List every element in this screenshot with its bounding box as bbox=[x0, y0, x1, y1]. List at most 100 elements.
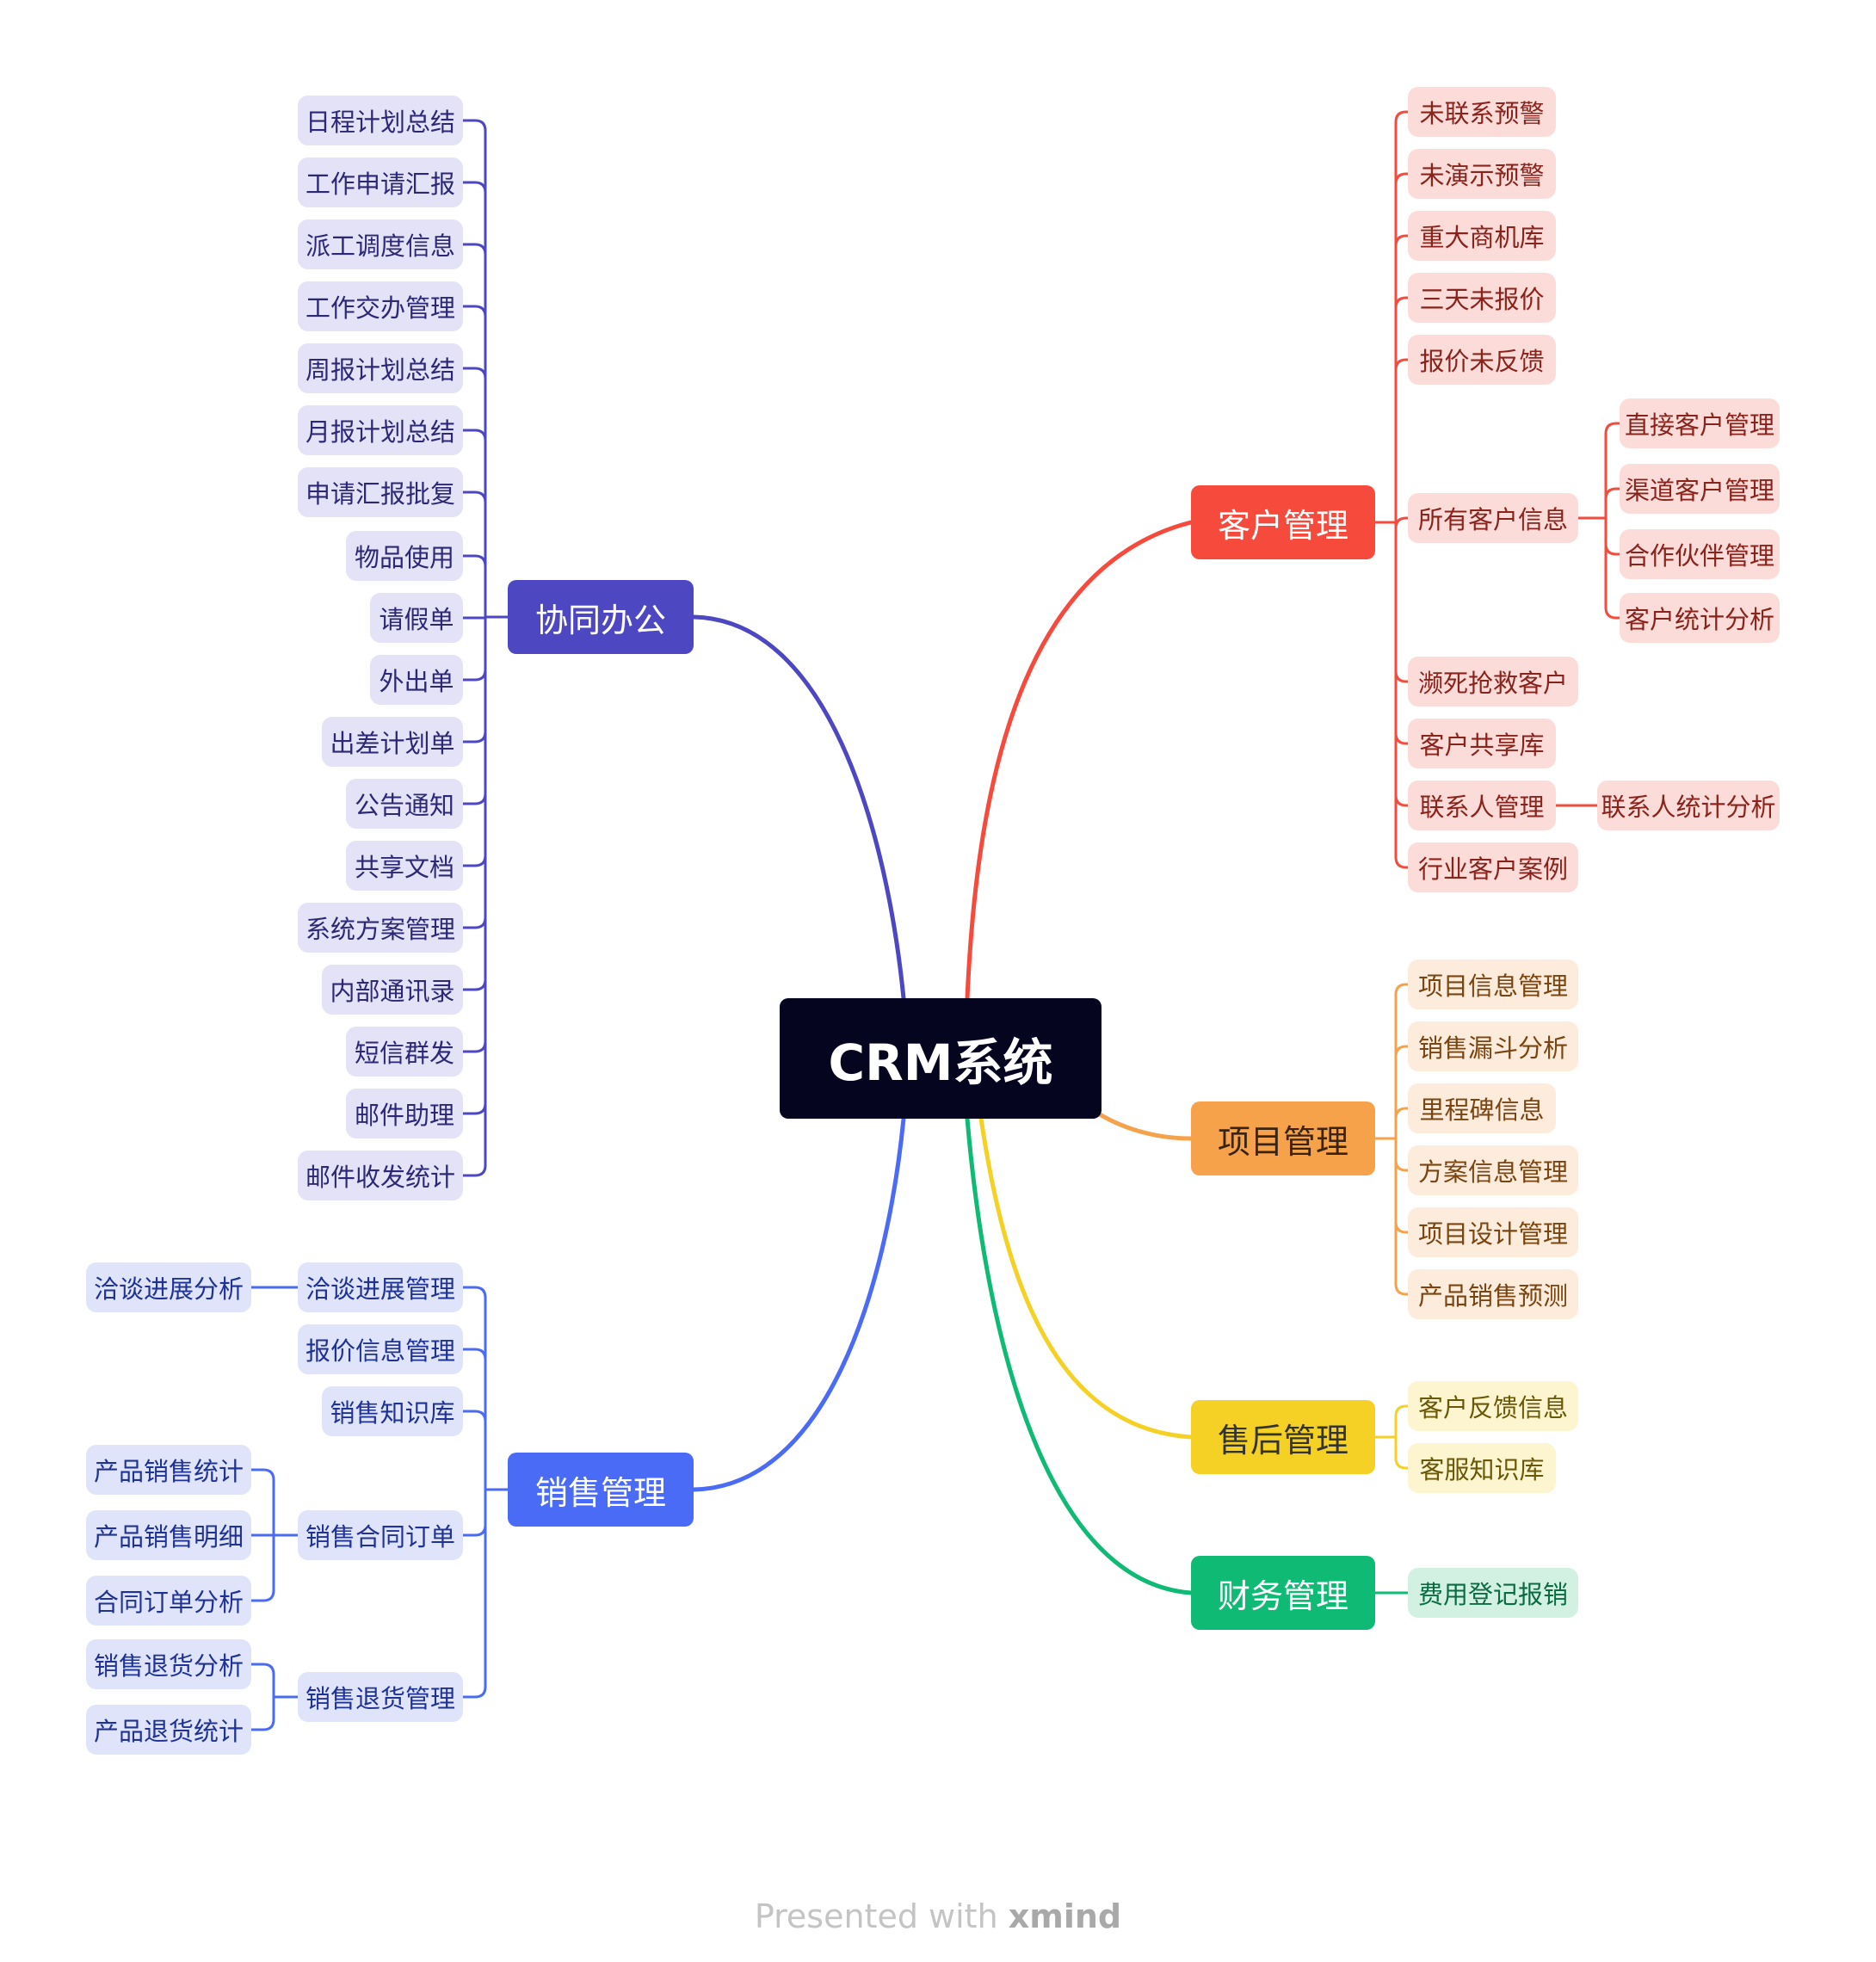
connector-xiangmu-child-1 bbox=[1394, 1045, 1410, 1058]
node-customer-statistics-analysis[interactable]: 客户统计分析 bbox=[1620, 593, 1780, 643]
connector-kehu-child-3 bbox=[1394, 296, 1410, 310]
node-project-design-management[interactable]: 项目设计管理 bbox=[1408, 1207, 1578, 1257]
node-dispatch-info[interactable]: 派工调度信息 bbox=[298, 219, 463, 269]
node-announcement[interactable]: 公告通知 bbox=[346, 779, 463, 829]
node-outing-form[interactable]: 外出单 bbox=[370, 655, 463, 705]
connector-xiaoshou-child-4 bbox=[461, 1685, 487, 1699]
footer-brand: xmind bbox=[1008, 1897, 1122, 1935]
connector-xiangmu-child-0 bbox=[1394, 983, 1410, 996]
node-sales-return-management[interactable]: 销售退货管理 bbox=[298, 1672, 463, 1722]
node-product-sales-detail[interactable]: 产品销售明细 bbox=[86, 1510, 251, 1560]
node-sales-knowledge-base[interactable]: 销售知识库 bbox=[322, 1386, 463, 1436]
connector-kehu-child-5 bbox=[1394, 516, 1410, 529]
branch-sales-management[interactable]: 销售管理 bbox=[508, 1453, 694, 1527]
connector-xiaoshou-4-child-0 bbox=[250, 1663, 275, 1676]
footer-credit: Presented with xmind bbox=[0, 1897, 1876, 1935]
node-product-return-statistics[interactable]: 产品退货统计 bbox=[86, 1705, 251, 1755]
connector-kehu-5-child-1 bbox=[1604, 487, 1621, 501]
branch-project-management[interactable]: 项目管理 bbox=[1191, 1101, 1375, 1175]
connector-shouhou-child-1 bbox=[1394, 1456, 1410, 1470]
node-customer-feedback-info[interactable]: 客户反馈信息 bbox=[1408, 1381, 1578, 1431]
connector-xiaoshou-child-1 bbox=[461, 1348, 487, 1361]
connector-xiangmu-child-3 bbox=[1394, 1158, 1410, 1172]
connector-xiaoshou-child-2 bbox=[461, 1410, 487, 1423]
node-business-trip-plan[interactable]: 出差计划单 bbox=[322, 717, 463, 767]
connector-xietong-child-12 bbox=[461, 854, 487, 867]
node-milestone-info[interactable]: 里程碑信息 bbox=[1408, 1083, 1556, 1133]
node-quote-info-management[interactable]: 报价信息管理 bbox=[298, 1324, 463, 1374]
node-contact-statistics-analysis[interactable]: 联系人统计分析 bbox=[1597, 780, 1780, 830]
node-weekly-plan-summary[interactable]: 周报计划总结 bbox=[298, 343, 463, 393]
node-three-days-unquoted[interactable]: 三天未报价 bbox=[1408, 273, 1556, 323]
node-negotiation-progress-analysis[interactable]: 洽谈进展分析 bbox=[86, 1262, 251, 1312]
connector-xietong-child-1 bbox=[461, 181, 487, 194]
node-contract-order-analysis[interactable]: 合同订单分析 bbox=[86, 1576, 251, 1626]
connector-xietong-child-11 bbox=[461, 792, 487, 805]
node-project-info-management[interactable]: 项目信息管理 bbox=[1408, 959, 1578, 1009]
node-negotiation-progress-management[interactable]: 洽谈进展管理 bbox=[298, 1262, 463, 1312]
node-sales-contract-order[interactable]: 销售合同订单 bbox=[298, 1510, 463, 1560]
connector-kehu-child-6 bbox=[1394, 669, 1410, 683]
connector-xiangmu-child-5 bbox=[1394, 1282, 1410, 1296]
node-direct-customer-management[interactable]: 直接客户管理 bbox=[1620, 398, 1780, 448]
node-major-opportunity-library[interactable]: 重大商机库 bbox=[1408, 211, 1556, 261]
connector-xietong-child-2 bbox=[461, 243, 487, 256]
connector-xietong-child-6 bbox=[461, 490, 487, 504]
node-service-knowledge-base[interactable]: 客服知识库 bbox=[1408, 1443, 1556, 1493]
node-sales-return-analysis[interactable]: 销售退货分析 bbox=[86, 1639, 251, 1689]
node-sales-funnel-analysis[interactable]: 销售漏斗分析 bbox=[1408, 1021, 1578, 1071]
node-expense-reimbursement[interactable]: 费用登记报销 bbox=[1408, 1568, 1578, 1618]
node-quote-no-feedback[interactable]: 报价未反馈 bbox=[1408, 335, 1556, 385]
connector-xietong-child-3 bbox=[461, 305, 487, 318]
branch-finance-management[interactable]: 财务管理 bbox=[1191, 1556, 1375, 1630]
node-all-customer-info[interactable]: 所有客户信息 bbox=[1408, 493, 1578, 543]
connector-xietong-child-7 bbox=[461, 554, 487, 568]
root-node[interactable]: CRM系统 bbox=[780, 998, 1102, 1119]
node-contact-management[interactable]: 联系人管理 bbox=[1408, 780, 1556, 830]
node-uncontacted-alert[interactable]: 未联系预警 bbox=[1408, 87, 1556, 137]
connector-xietong-child-13 bbox=[461, 916, 487, 929]
footer-prefix: Presented with bbox=[754, 1897, 1009, 1935]
connector-root-kehu bbox=[965, 520, 1194, 1001]
connector-xietong-child-0 bbox=[461, 119, 487, 133]
branch-after-sales-management[interactable]: 售后管理 bbox=[1191, 1400, 1375, 1474]
connector-root-xiaoshou bbox=[691, 1116, 906, 1492]
branch-collaborative-office[interactable]: 协同办公 bbox=[508, 580, 694, 654]
node-internal-directory[interactable]: 内部通讯录 bbox=[322, 965, 463, 1015]
node-shared-documents[interactable]: 共享文档 bbox=[346, 841, 463, 891]
node-leave-form[interactable]: 请假单 bbox=[370, 593, 463, 643]
connector-kehu-child-2 bbox=[1394, 234, 1410, 248]
connector-xietong-child-9 bbox=[461, 668, 487, 682]
node-sms-broadcast[interactable]: 短信群发 bbox=[346, 1027, 463, 1077]
node-partner-management[interactable]: 合作伙伴管理 bbox=[1620, 529, 1780, 579]
node-mail-assistant[interactable]: 邮件助理 bbox=[346, 1089, 463, 1138]
node-item-usage[interactable]: 物品使用 bbox=[346, 531, 463, 581]
connector-xietong-child-17 bbox=[461, 1163, 487, 1177]
node-system-solution-management[interactable]: 系统方案管理 bbox=[298, 903, 463, 953]
node-product-sales-statistics[interactable]: 产品销售统计 bbox=[86, 1445, 251, 1495]
node-customer-shared-library[interactable]: 客户共享库 bbox=[1408, 719, 1556, 768]
node-undemonstrated-alert[interactable]: 未演示预警 bbox=[1408, 149, 1556, 199]
node-product-sales-forecast[interactable]: 产品销售预测 bbox=[1408, 1269, 1578, 1319]
node-industry-customer-cases[interactable]: 行业客户案例 bbox=[1408, 842, 1578, 892]
connector-xiangmu-child-2 bbox=[1394, 1107, 1410, 1120]
connector-kehu-5-child-0 bbox=[1604, 422, 1621, 435]
connector-xiaoshou-4-child-1 bbox=[250, 1718, 275, 1731]
node-application-report-approval[interactable]: 申请汇报批复 bbox=[298, 467, 463, 517]
branch-customer-management[interactable]: 客户管理 bbox=[1191, 485, 1375, 559]
node-work-application-report[interactable]: 工作申请汇报 bbox=[298, 157, 463, 207]
connector-kehu-5-child-3 bbox=[1604, 606, 1621, 620]
connector-xiaoshou-child-0 bbox=[461, 1286, 487, 1299]
connector-root-shouhou bbox=[978, 1116, 1194, 1440]
node-monthly-plan-summary[interactable]: 月报计划总结 bbox=[298, 405, 463, 455]
connector-root-caiwu bbox=[965, 1116, 1194, 1595]
connector-xietong-child-15 bbox=[461, 1040, 487, 1053]
connector-kehu-5-child-2 bbox=[1604, 542, 1621, 556]
node-dying-customer-rescue[interactable]: 濒死抢救客户 bbox=[1408, 657, 1578, 706]
node-solution-info-management[interactable]: 方案信息管理 bbox=[1408, 1145, 1578, 1195]
node-task-assignment-management[interactable]: 工作交办管理 bbox=[298, 281, 463, 331]
node-mail-statistics[interactable]: 邮件收发统计 bbox=[298, 1151, 463, 1200]
node-channel-customer-management[interactable]: 渠道客户管理 bbox=[1620, 464, 1780, 514]
node-schedule-plan-summary[interactable]: 日程计划总结 bbox=[298, 96, 463, 145]
